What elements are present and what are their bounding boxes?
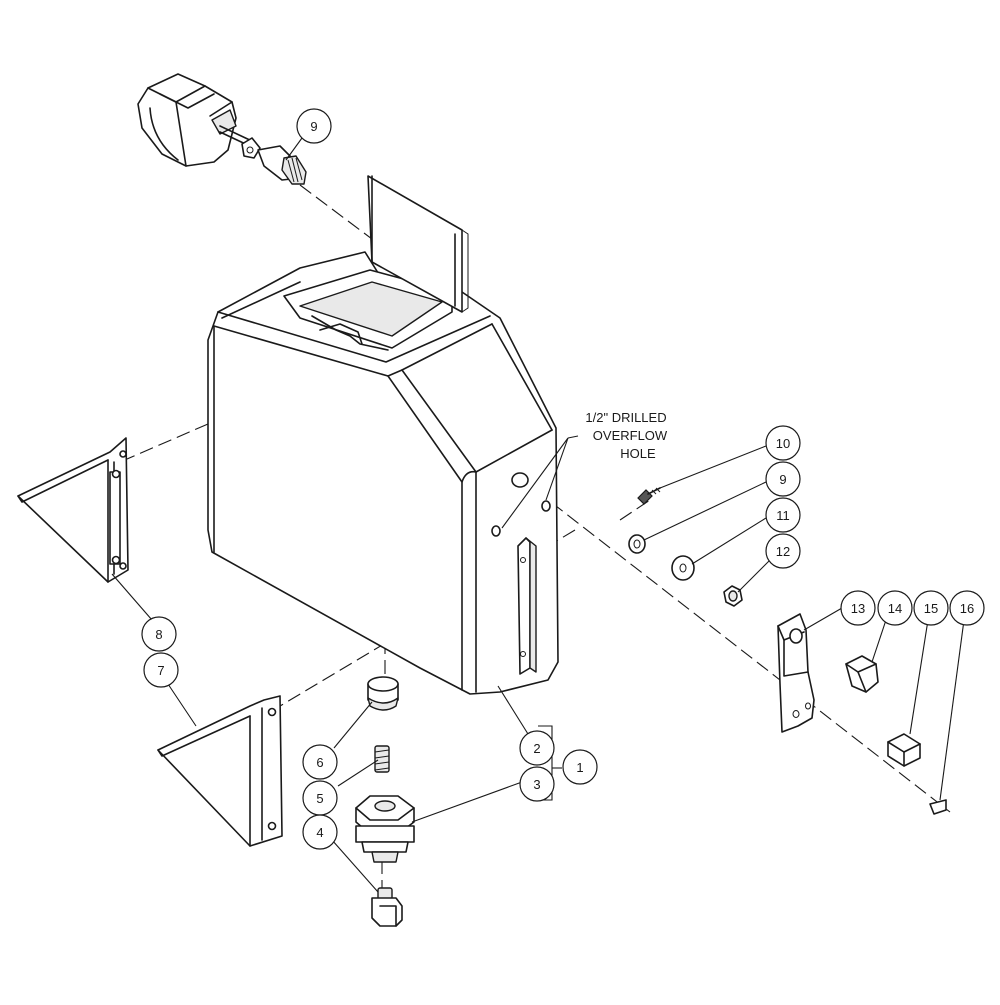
screw-part-10	[637, 487, 661, 505]
bracket-part-8	[17, 437, 129, 583]
callout-8: 8	[141, 616, 177, 652]
drain-fitting-part-3	[355, 795, 415, 863]
callout-label: 8	[155, 627, 162, 642]
callout-label: 4	[316, 825, 323, 840]
callout-3: 3	[519, 766, 555, 802]
callout-10: 10	[765, 425, 801, 461]
callout-4: 4	[302, 814, 338, 850]
callout-label: 6	[316, 755, 323, 770]
elbow-fitting-part-4	[371, 887, 403, 927]
washer-part-11	[671, 555, 695, 581]
set-screw-part-5	[374, 745, 390, 773]
sensor-bracket-part-13	[777, 613, 815, 733]
callout-label: 10	[776, 436, 790, 451]
callout-label: 7	[157, 663, 164, 678]
callout-label: 14	[888, 601, 902, 616]
callout-12: 12	[765, 533, 801, 569]
callout-5: 5	[302, 780, 338, 816]
callout-label: 16	[960, 601, 974, 616]
callout-label: 9	[310, 119, 317, 134]
callout-9-top: 9	[296, 108, 332, 144]
callout-label: 11	[776, 508, 790, 523]
callout-label: 9	[779, 472, 786, 487]
washer-part-9	[628, 534, 646, 554]
bracket-part-7	[157, 695, 283, 847]
callout-label: 13	[851, 601, 865, 616]
callout-label: 1	[576, 760, 583, 775]
cap-part-16	[929, 799, 947, 815]
tank-body	[207, 175, 559, 695]
callout-label: 5	[316, 791, 323, 806]
callout-15: 15	[913, 590, 949, 626]
nut-part-12	[723, 585, 743, 607]
note-line-3: HOLE	[620, 446, 656, 461]
callout-9-right: 9	[765, 461, 801, 497]
callout-leaders	[111, 137, 965, 893]
drain-cap-part-6	[367, 676, 399, 711]
callout-16: 16	[949, 590, 985, 626]
float-cap-assembly	[137, 73, 307, 185]
callout-label: 3	[533, 777, 540, 792]
callout-11: 11	[765, 497, 801, 533]
note-line-1: 1/2" DRILLED	[585, 410, 666, 425]
callout-label: 2	[533, 741, 540, 756]
callout-label: 12	[776, 544, 790, 559]
callout-label: 15	[924, 601, 938, 616]
nut-part-15	[887, 733, 921, 767]
fitting-part-14	[845, 655, 879, 693]
callout-1: 1	[562, 749, 598, 785]
overflow-hole-note: 1/2" DRILLED OVERFLOW HOLE	[501, 410, 668, 529]
callout-7: 7	[143, 652, 179, 688]
callout-14: 14	[877, 590, 913, 626]
callout-6: 6	[302, 744, 338, 780]
callout-13: 13	[840, 590, 876, 626]
note-line-2: OVERFLOW	[593, 428, 668, 443]
callout-2: 2	[519, 730, 555, 766]
